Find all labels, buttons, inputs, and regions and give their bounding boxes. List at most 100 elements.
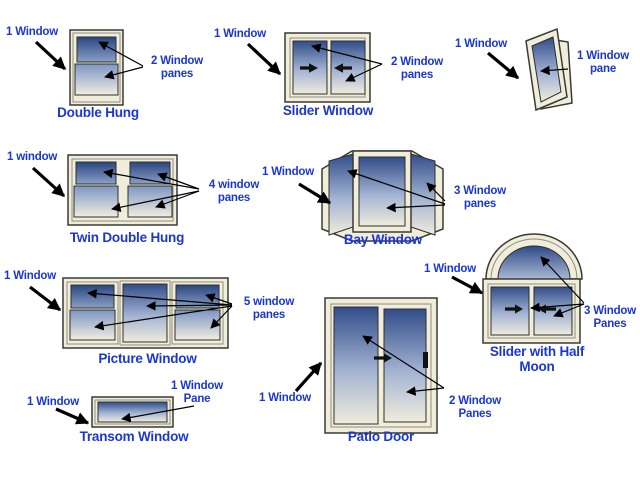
casement-window-label: 1 Window <box>455 38 507 50</box>
pane-arrow <box>347 169 446 205</box>
half-moon-frame-inner <box>490 238 578 280</box>
window-arrow <box>29 285 62 312</box>
window-arrow <box>298 182 332 205</box>
patio-door-title: Patio Door <box>347 429 415 444</box>
slider-panes-label: 2 Window panes <box>391 56 443 81</box>
picture-window-label: 1 Window <box>4 270 56 282</box>
twin-double-hung-title: Twin Double Hung <box>69 230 185 245</box>
window-frame-inner <box>487 283 576 339</box>
window-frame-inner <box>330 303 432 428</box>
pane-arrow <box>98 41 144 67</box>
pane-arrow <box>530 302 585 313</box>
pane-arrow <box>540 65 569 76</box>
pane-arrow <box>104 66 144 80</box>
twin-double-hung-graphic <box>67 154 178 226</box>
bay-window-label: 1 Window <box>262 166 314 178</box>
picture-window-title: Picture Window <box>98 351 197 366</box>
pane-arrow <box>87 288 233 306</box>
window-pane <box>383 308 427 423</box>
slider-with-half-moon-graphic <box>482 233 583 344</box>
patio-door-arrows <box>294 335 445 396</box>
double-hung-arrows <box>34 40 144 80</box>
window-arrow <box>246 42 282 76</box>
pane-arrow <box>386 202 446 213</box>
window-arrow <box>486 51 520 80</box>
window-arrow <box>55 407 90 425</box>
slider-window-title: Slider Window <box>282 103 374 118</box>
double-hung-window-graphic <box>69 29 124 106</box>
window-pane <box>73 185 119 218</box>
patio-door-window-label: 1 Window <box>259 392 311 404</box>
slide-right-arrow-icon <box>505 304 523 314</box>
double-hung-window-label: 1 Window <box>6 26 58 38</box>
window-arrow <box>451 275 484 295</box>
window-frame-inner <box>171 281 224 345</box>
window-pane <box>497 245 571 280</box>
window-pane <box>490 286 530 336</box>
window-frame-inner <box>71 158 174 222</box>
pane-arrow <box>406 386 445 396</box>
pane-arrow <box>205 293 233 305</box>
window-pane <box>76 36 117 63</box>
double-hung-panes-label: 2 Window panes <box>151 55 203 80</box>
pane-arrow <box>553 303 585 318</box>
window-pane <box>122 283 168 343</box>
transom-window-arrows <box>55 405 195 425</box>
slide-right-arrow-icon <box>300 63 318 73</box>
patio-door-graphic <box>324 297 438 434</box>
half-moon-title: Slider with Half Moon <box>489 344 585 374</box>
window-pane <box>328 153 354 236</box>
bay-window-arrows <box>298 169 446 213</box>
picture-window-arrows <box>29 285 233 331</box>
twin-double-hung-panes-label: 4 window panes <box>208 179 260 204</box>
transom-window-title: Transom Window <box>79 429 189 444</box>
transom-window-label: 1 Window <box>27 396 79 408</box>
pane-arrow <box>103 168 200 190</box>
slider-window-graphic <box>284 32 371 103</box>
pane-arrow <box>540 256 585 304</box>
half-moon-window-label: 1 Window <box>424 263 476 275</box>
window-pane <box>358 156 406 227</box>
pane-arrow <box>426 182 446 202</box>
pane-arrow <box>210 305 233 329</box>
picture-window-graphic <box>62 277 229 349</box>
slide-right-arrow-icon <box>374 353 392 363</box>
pane-arrow <box>311 43 383 65</box>
pane-arrow <box>155 190 200 209</box>
door-handle-icon <box>423 352 428 368</box>
bay-panes-label: 3 Window panes <box>454 185 506 210</box>
casement-arrows <box>486 51 569 80</box>
pane-arrow <box>121 405 195 423</box>
pane-arrow <box>345 63 383 82</box>
twin-double-hung-arrows <box>31 166 200 212</box>
window-frame-inner <box>72 32 121 103</box>
pane-arrow <box>146 301 233 311</box>
window-pane <box>74 63 119 96</box>
window-pane <box>175 284 220 309</box>
bay-window-graphic <box>321 150 444 242</box>
double-hung-title: Double Hung <box>57 105 139 120</box>
window-arrow <box>31 166 66 198</box>
pane-arrow <box>94 305 233 331</box>
patio-door-panes-label: 2 Window Panes <box>449 395 501 420</box>
half-moon-panes-label: 3 Window Panes <box>584 305 636 330</box>
slider-with-half-moon-arrows <box>451 256 585 318</box>
twin-double-hung-window-label: 1 window <box>7 151 58 163</box>
slide-left-arrow-icon <box>334 63 352 73</box>
pane-arrow <box>362 335 445 389</box>
window-frame-inner <box>66 281 119 345</box>
window-pane <box>75 161 117 185</box>
transom-pane-label: 1 Window Pane <box>171 380 223 405</box>
window-frame-inner <box>94 399 171 425</box>
window-pane <box>97 401 168 423</box>
slider-window-label: 1 Window <box>214 28 266 40</box>
casement-pane-label: 1 Window pane <box>577 50 629 75</box>
window-frame-inner <box>119 280 171 346</box>
picture-panes-label: 5 window panes <box>243 296 295 321</box>
window-pane <box>410 153 436 236</box>
window-arrow <box>34 40 67 71</box>
bay-window-title: Bay Window <box>343 232 423 247</box>
window-arrow <box>294 361 323 393</box>
